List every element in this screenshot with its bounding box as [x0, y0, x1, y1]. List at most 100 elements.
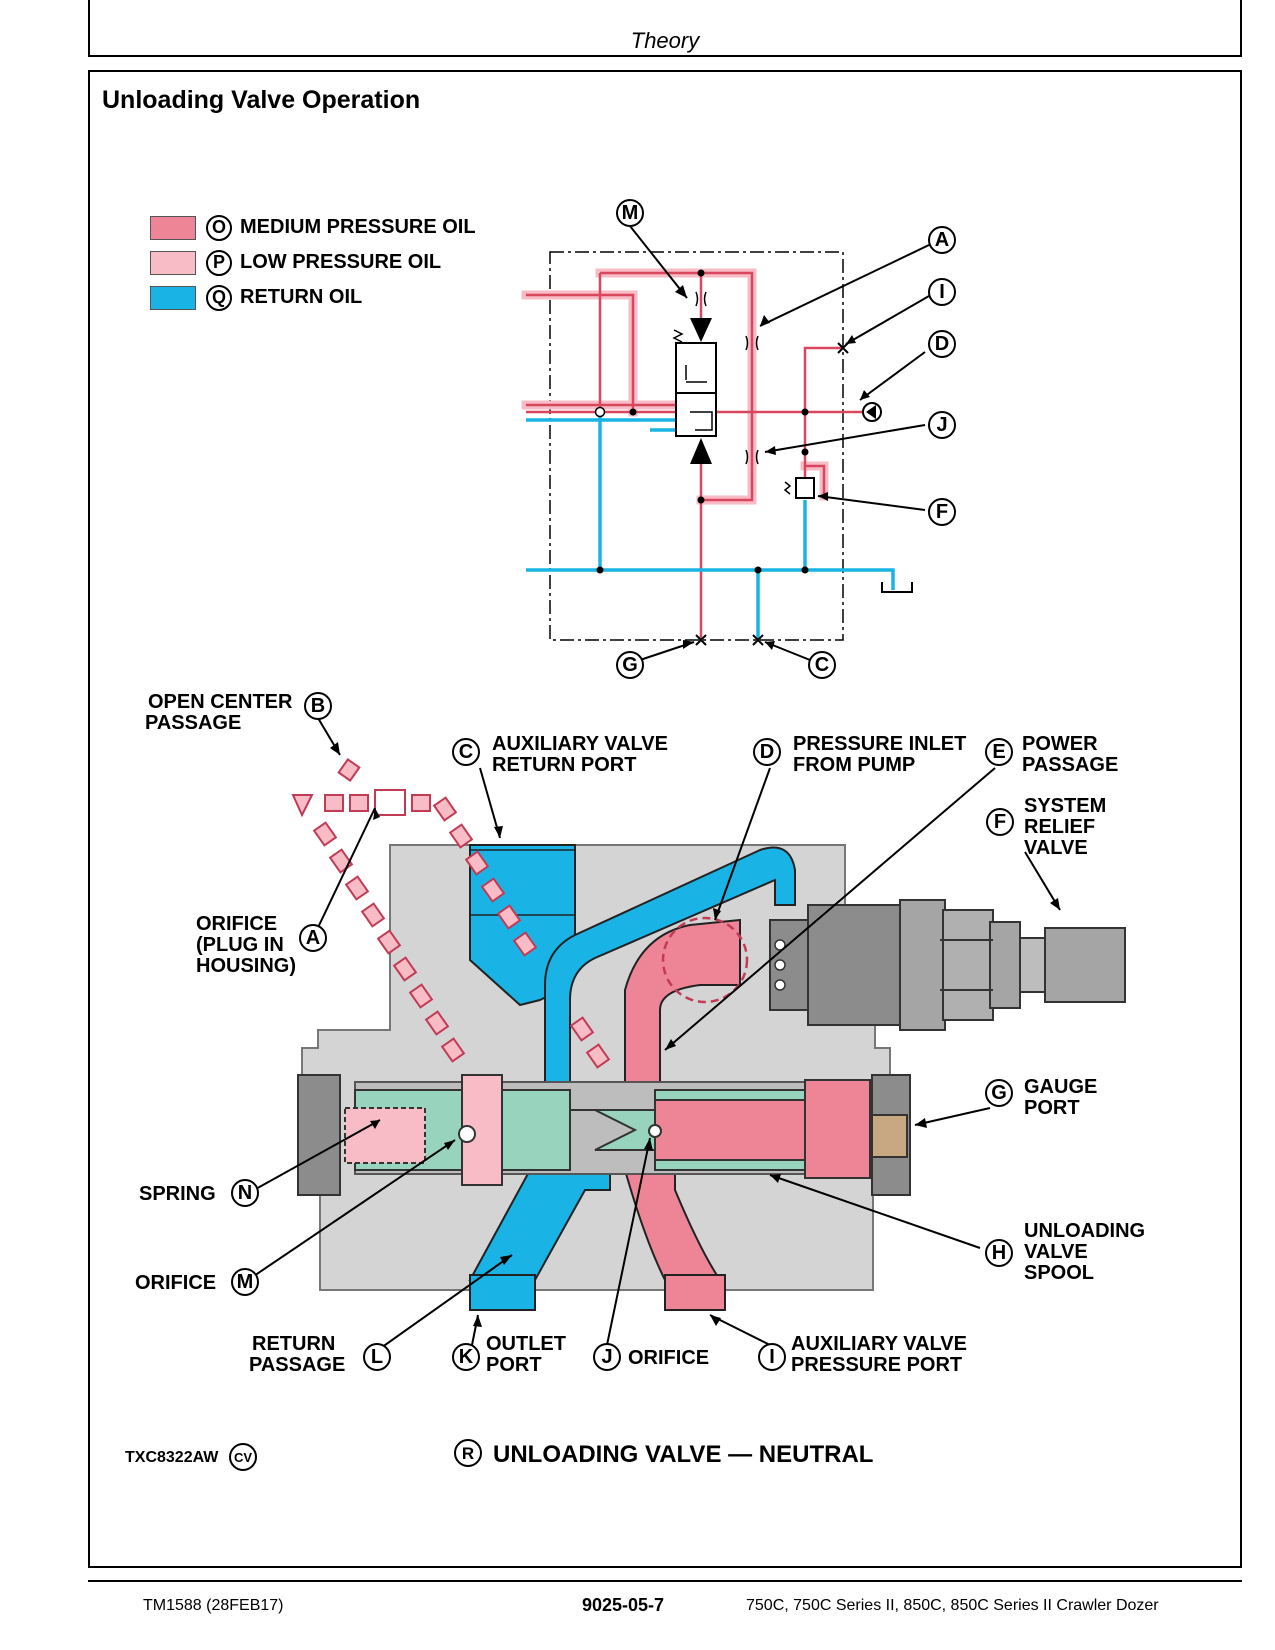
orifice-j-label: ORIFICE — [628, 1347, 709, 1369]
medium-pressure-swatch — [150, 215, 196, 240]
orifice-a-label-1: ORIFICE — [196, 913, 277, 935]
schematic-arrowheads — [675, 285, 870, 650]
return-oil-swatch — [150, 285, 196, 310]
aux-pressure-port — [664, 1274, 726, 1311]
system-relief-label-2: RELIEF — [1024, 816, 1095, 838]
footer-page-number: 9025-05-7 — [582, 1595, 665, 1615]
junction-dots — [596, 269, 809, 574]
open-center-passage — [291, 758, 431, 818]
legend-label: LOW PRESSURE OIL — [240, 251, 442, 273]
left-end-cap — [297, 1074, 341, 1196]
return-passage-label-1: RETURN — [252, 1333, 335, 1355]
callout-j: J — [936, 414, 947, 436]
callout-b: B — [311, 695, 325, 717]
end-plug-right — [804, 1079, 871, 1179]
power-passage-label-1: POWER — [1022, 733, 1098, 755]
aux-return-label-1: AUXILIARY VALVE — [492, 733, 668, 755]
callout-c: C — [815, 654, 829, 676]
callout-j: J — [601, 1346, 612, 1368]
orifice-m-label: ORIFICE — [135, 1272, 216, 1294]
callout-h: H — [992, 1242, 1006, 1264]
cutaway-leaders — [244, 717, 1061, 1351]
pilot-junction — [594, 406, 606, 418]
schematic-callout-circles — [616, 199, 956, 679]
orifice-a-label-2: (PLUG IN — [196, 934, 284, 956]
callout-f: F — [994, 811, 1006, 833]
legend-item-return-oil: Q RETURN OIL — [150, 280, 476, 315]
orifice-symbols — [695, 291, 759, 465]
pump-inlet-circle — [661, 916, 749, 1004]
passage-dashes-left — [312, 821, 466, 1063]
system-relief-label-1: SYSTEM — [1024, 795, 1106, 817]
figure-id-badge-circle — [229, 1443, 257, 1471]
valve-boundary — [549, 251, 844, 641]
aux-return-label-2: RETURN PORT — [492, 754, 636, 776]
schematic-leaders — [629, 225, 930, 661]
return-tube — [544, 846, 796, 1091]
valve-flow-arrow — [685, 365, 713, 431]
cutaway-arrowheads — [330, 742, 1060, 1327]
open-center-label-1: OPEN CENTER — [148, 691, 293, 713]
callout-g: G — [622, 654, 638, 676]
aux-pressure-label-1: AUXILIARY VALVE — [791, 1333, 967, 1355]
system-relief-label-3: VALVE — [1024, 837, 1088, 859]
figure-caption: UNLOADING VALVE — NEUTRAL — [493, 1441, 873, 1468]
aux-pressure-label-2: PRESSURE PORT — [791, 1354, 962, 1376]
callout-g: G — [991, 1082, 1007, 1104]
callout-d: D — [760, 741, 774, 763]
orifice-j-hole — [648, 1124, 662, 1138]
legend: O MEDIUM PRESSURE OIL P LOW PRESSURE OIL… — [150, 210, 476, 315]
legend-letter-badge: O — [206, 214, 232, 241]
spool-label-2: VALVE — [1024, 1241, 1088, 1263]
pilot-triangle-top — [690, 318, 712, 342]
open-center-label-2: PASSAGE — [145, 712, 241, 734]
relief-valve-holes — [774, 939, 786, 991]
passage-dashes-right — [432, 796, 611, 1069]
spring-label: SPRING — [139, 1183, 216, 1205]
legend-label: RETURN OIL — [240, 286, 363, 308]
low-pressure-swatch — [150, 250, 196, 275]
relief-valve-symbol — [795, 477, 815, 499]
callout-i: I — [939, 281, 945, 303]
spool-label-3: SPOOL — [1024, 1262, 1094, 1284]
unloading-valve-symbol — [675, 342, 717, 437]
callout-e: E — [992, 741, 1005, 763]
cutaway-callout-circles — [231, 692, 1014, 1371]
callout-n: N — [238, 1182, 252, 1204]
spring-chamber — [344, 1107, 426, 1164]
callout-m: M — [622, 202, 639, 224]
callout-m: M — [237, 1271, 254, 1293]
section-label: Theory — [630, 28, 700, 53]
pressure-passage — [624, 918, 741, 1091]
legend-item-medium-pressure: O MEDIUM PRESSURE OIL — [150, 210, 476, 245]
callout-f: F — [936, 501, 948, 523]
spool-pressure-chamber — [654, 1099, 811, 1161]
power-passage-label-2: PASSAGE — [1022, 754, 1118, 776]
pressure-inlet-label-2: FROM PUMP — [793, 754, 915, 776]
pilot-triangle-bottom — [690, 438, 712, 464]
spring-symbol — [672, 329, 684, 343]
figure-id-badge: CV — [234, 1450, 252, 1465]
orifice-a-label-3: HOUSING) — [196, 955, 296, 977]
gauge-port-label-2: PORT — [1024, 1097, 1080, 1119]
return-oil-lines — [526, 412, 895, 640]
figure-id: TXC8322AW — [125, 1449, 219, 1466]
outlet-port-label-2: PORT — [486, 1354, 542, 1376]
medium-pressure-lines — [526, 271, 865, 640]
spool-label-1: UNLOADING — [1024, 1220, 1145, 1242]
aux-return-port-threads — [469, 849, 576, 916]
valve-housing — [301, 844, 891, 1291]
callout-d: D — [935, 333, 949, 355]
callout-c: C — [459, 741, 473, 763]
pressure-inlet-label-1: PRESSURE INLET — [793, 733, 966, 755]
callout-a: A — [306, 927, 320, 949]
caption-letter: R — [462, 1444, 474, 1463]
legend-letter-badge: P — [206, 249, 232, 276]
callout-i: I — [769, 1346, 775, 1368]
legend-label: MEDIUM PRESSURE OIL — [240, 216, 476, 238]
callout-l: L — [371, 1346, 383, 1368]
gauge-port-plug — [871, 1114, 908, 1158]
content-frame — [88, 70, 1242, 1568]
footer-doc-id: TM1588 (28FEB17) — [143, 1597, 284, 1614]
